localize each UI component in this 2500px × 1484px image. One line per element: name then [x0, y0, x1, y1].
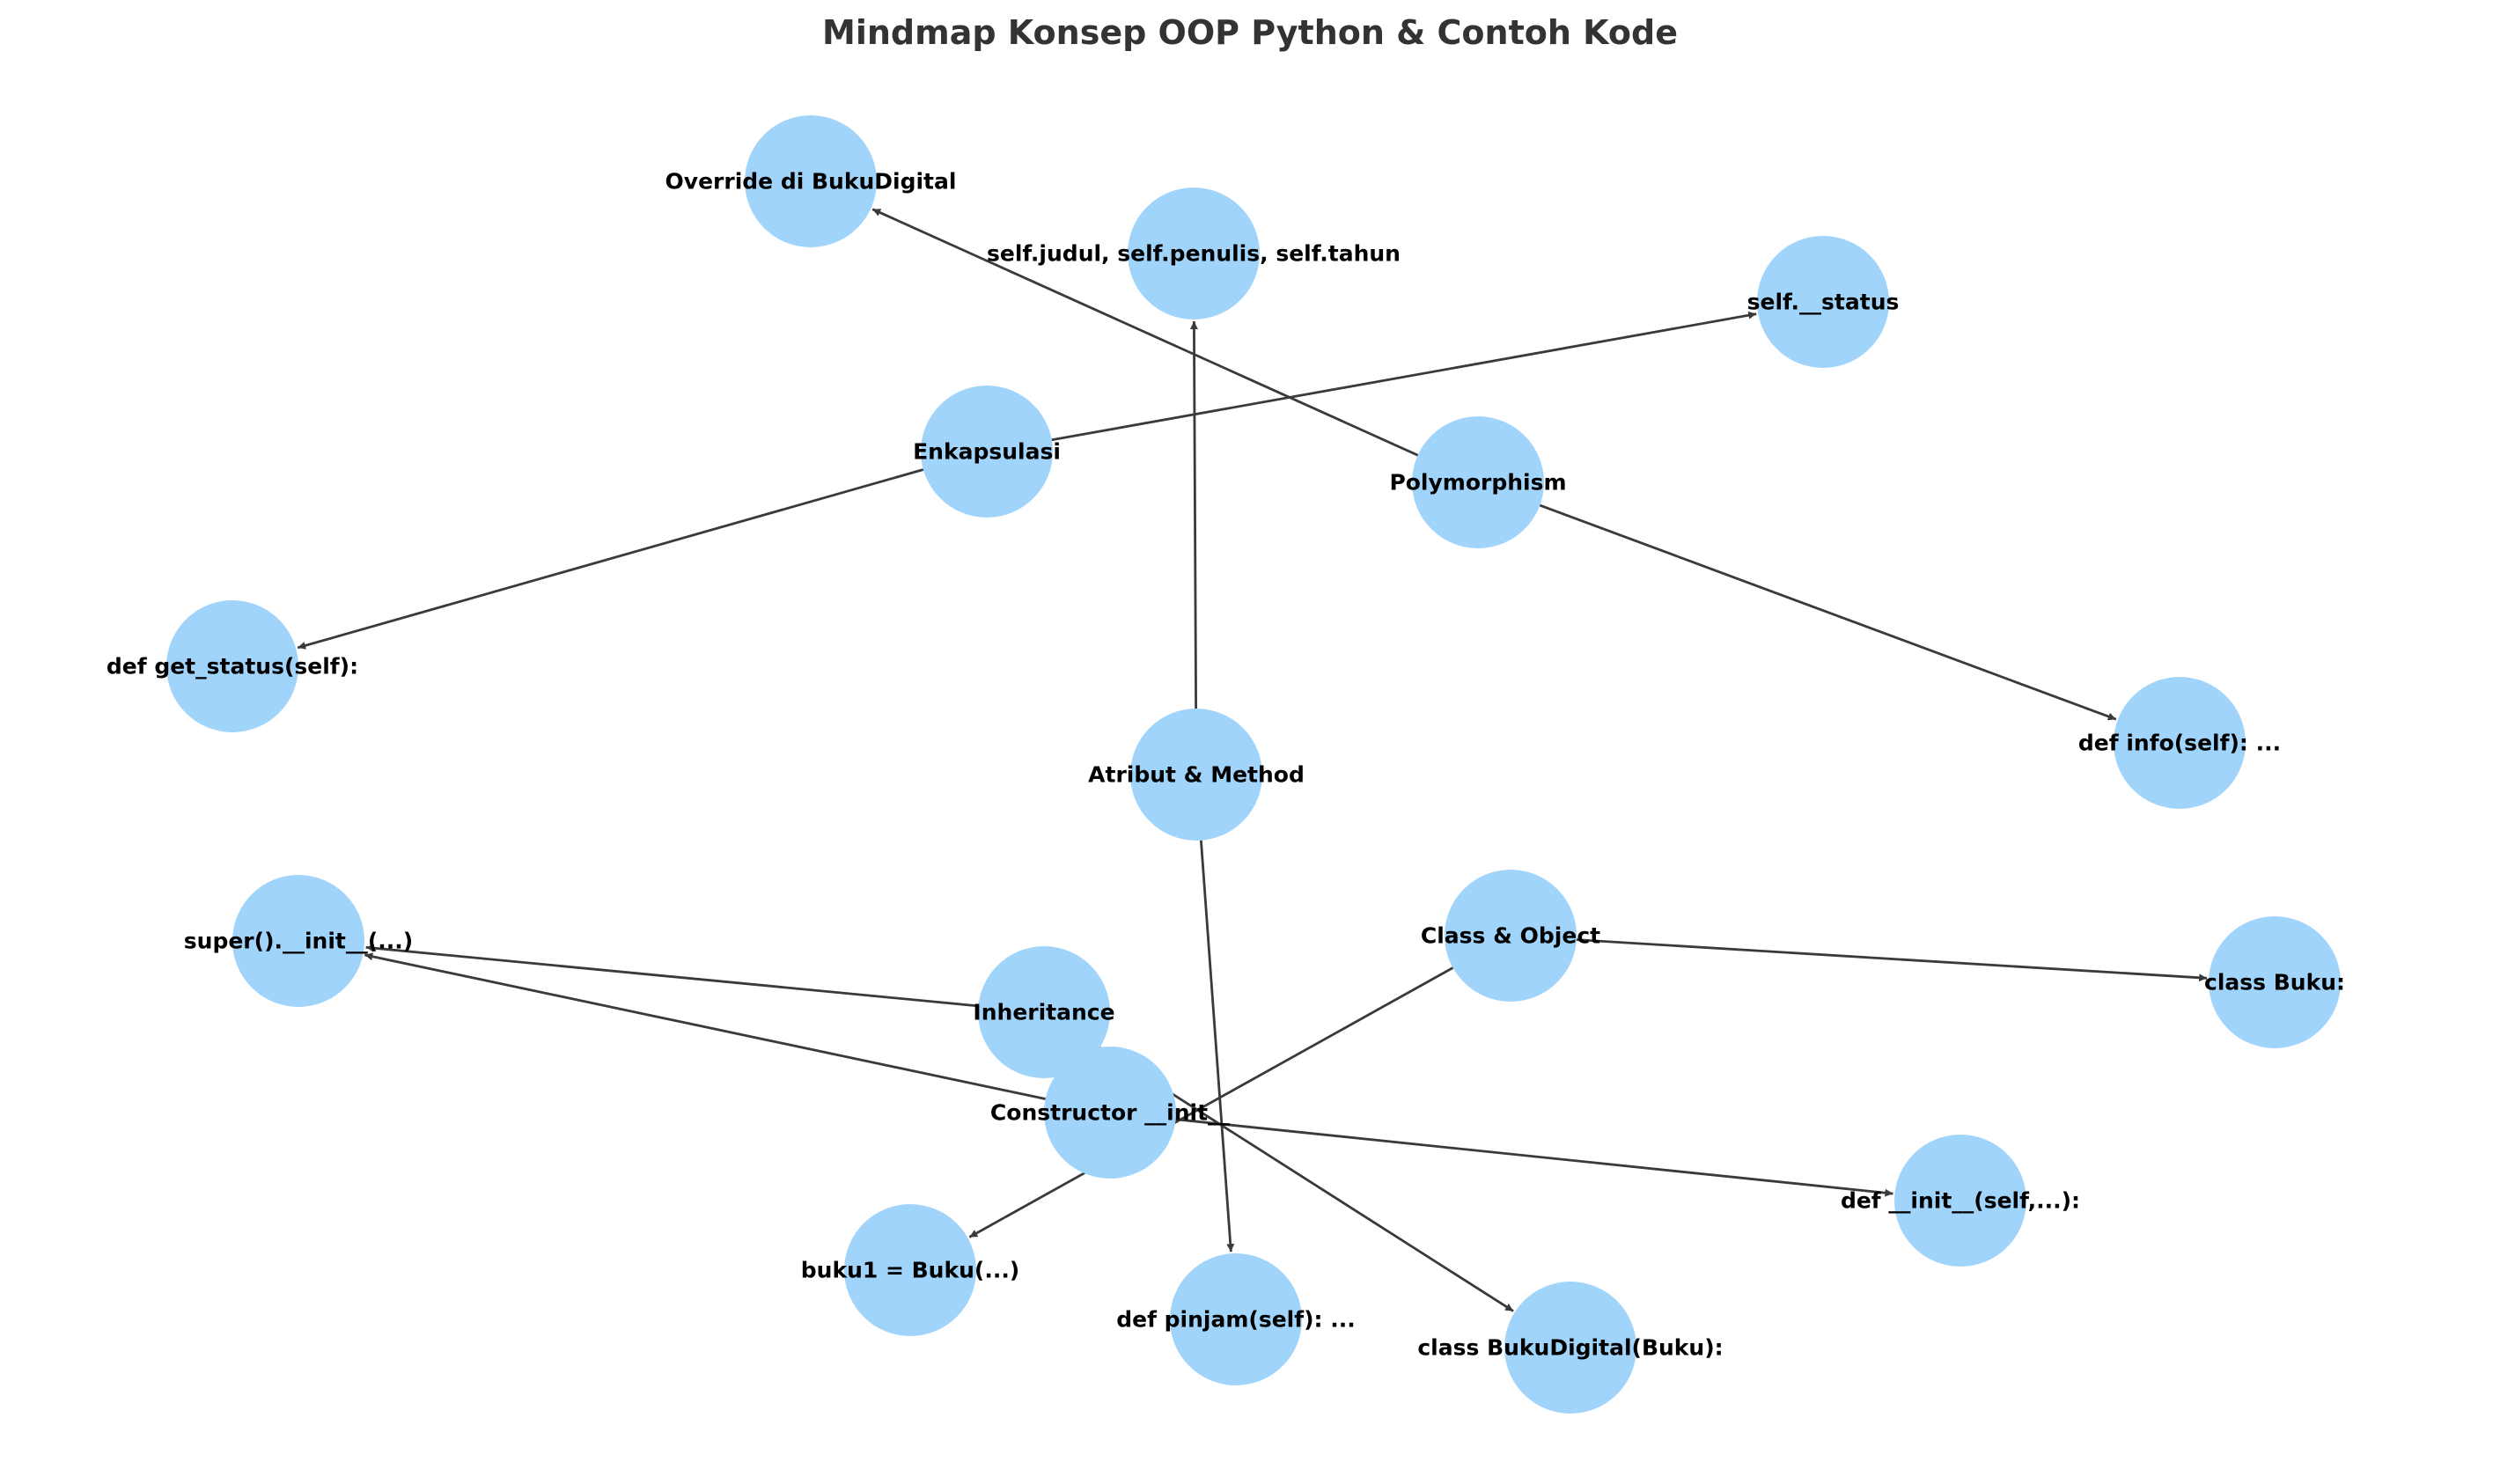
node-label-override: Override di BukuDigital: [665, 169, 957, 195]
node-label-polymorphism: Polymorphism: [1389, 470, 1566, 496]
nodes-layer: [166, 115, 2341, 1414]
edge-enkapsulasi-to-get_status: [297, 468, 924, 650]
edge-class_object-to-buku1: [968, 966, 1454, 1238]
edges-layer: [297, 208, 2208, 1312]
edge-polymorphism-to-override: [871, 208, 1419, 457]
edge-constructor-to-def_init: [1175, 1118, 1893, 1197]
node-label-def-pinjam: def pinjam(self): ...: [1116, 1307, 1356, 1333]
node-super-init: [232, 875, 364, 1007]
node-label-def-init: def __init__(self,...):: [1841, 1188, 2080, 1214]
node-self-status: [1757, 236, 1889, 368]
node-get-status: [166, 600, 298, 732]
node-def-pinjam: [1170, 1253, 1302, 1385]
node-label-get-status: def get_status(self):: [107, 654, 358, 680]
node-label-buku1: buku1 = Buku(...): [801, 1258, 1020, 1283]
node-inheritance: [978, 946, 1110, 1078]
node-class-buku-digital: [1504, 1282, 1636, 1414]
node-label-class-buku: class Buku:: [2204, 970, 2345, 995]
node-label-self-status: self.__status: [1747, 290, 1900, 315]
diagram-title: Mindmap Konsep OOP Python & Contoh Kode: [822, 13, 1678, 52]
labels-layer: Override di BukuDigital self.judul, self.…: [107, 169, 2345, 1361]
node-polymorphism: [1412, 416, 1544, 548]
node-atribut-method: [1130, 709, 1262, 841]
edge-constructor-to-super_init: [364, 952, 1046, 1100]
node-override: [745, 115, 877, 247]
edge-class_object-to-class_buku: [1576, 938, 2208, 982]
node-constructor: [1044, 1047, 1176, 1179]
node-label-constructor: Constructor __init__: [990, 1100, 1231, 1126]
edge-atribut_method-to-self_attrs: [1189, 320, 1198, 709]
node-label-enkapsulasi: Enkapsulasi: [913, 439, 1061, 465]
node-class-buku: [2209, 916, 2341, 1048]
node-label-class-buku-digital: class BukuDigital(Buku):: [1417, 1335, 1723, 1361]
edge-inheritance-to-super_init: [365, 944, 979, 1008]
node-label-def-info: def info(self): ...: [2078, 731, 2281, 756]
node-def-init: [1894, 1135, 2026, 1267]
node-label-super-init: super().__init__(...): [184, 929, 413, 954]
node-label-class-object: Class & Object: [1421, 923, 1600, 949]
node-label-self-attrs: self.judul, self.penulis, self.tahun: [987, 241, 1401, 267]
node-buku1: [844, 1204, 976, 1336]
edge-enkapsulasi-to-self_status: [1051, 311, 1757, 442]
edge-polymorphism-to-def_info: [1539, 503, 2117, 721]
node-enkapsulasi: [921, 386, 1053, 518]
node-def-info: [2114, 677, 2246, 809]
node-label-atribut-method: Atribut & Method: [1088, 762, 1305, 788]
node-self-attrs: [1128, 187, 1260, 320]
edge-atribut_method-to-def_pinjam: [1200, 840, 1235, 1253]
node-label-inheritance: Inheritance: [973, 1000, 1114, 1025]
node-class-object: [1445, 870, 1577, 1002]
